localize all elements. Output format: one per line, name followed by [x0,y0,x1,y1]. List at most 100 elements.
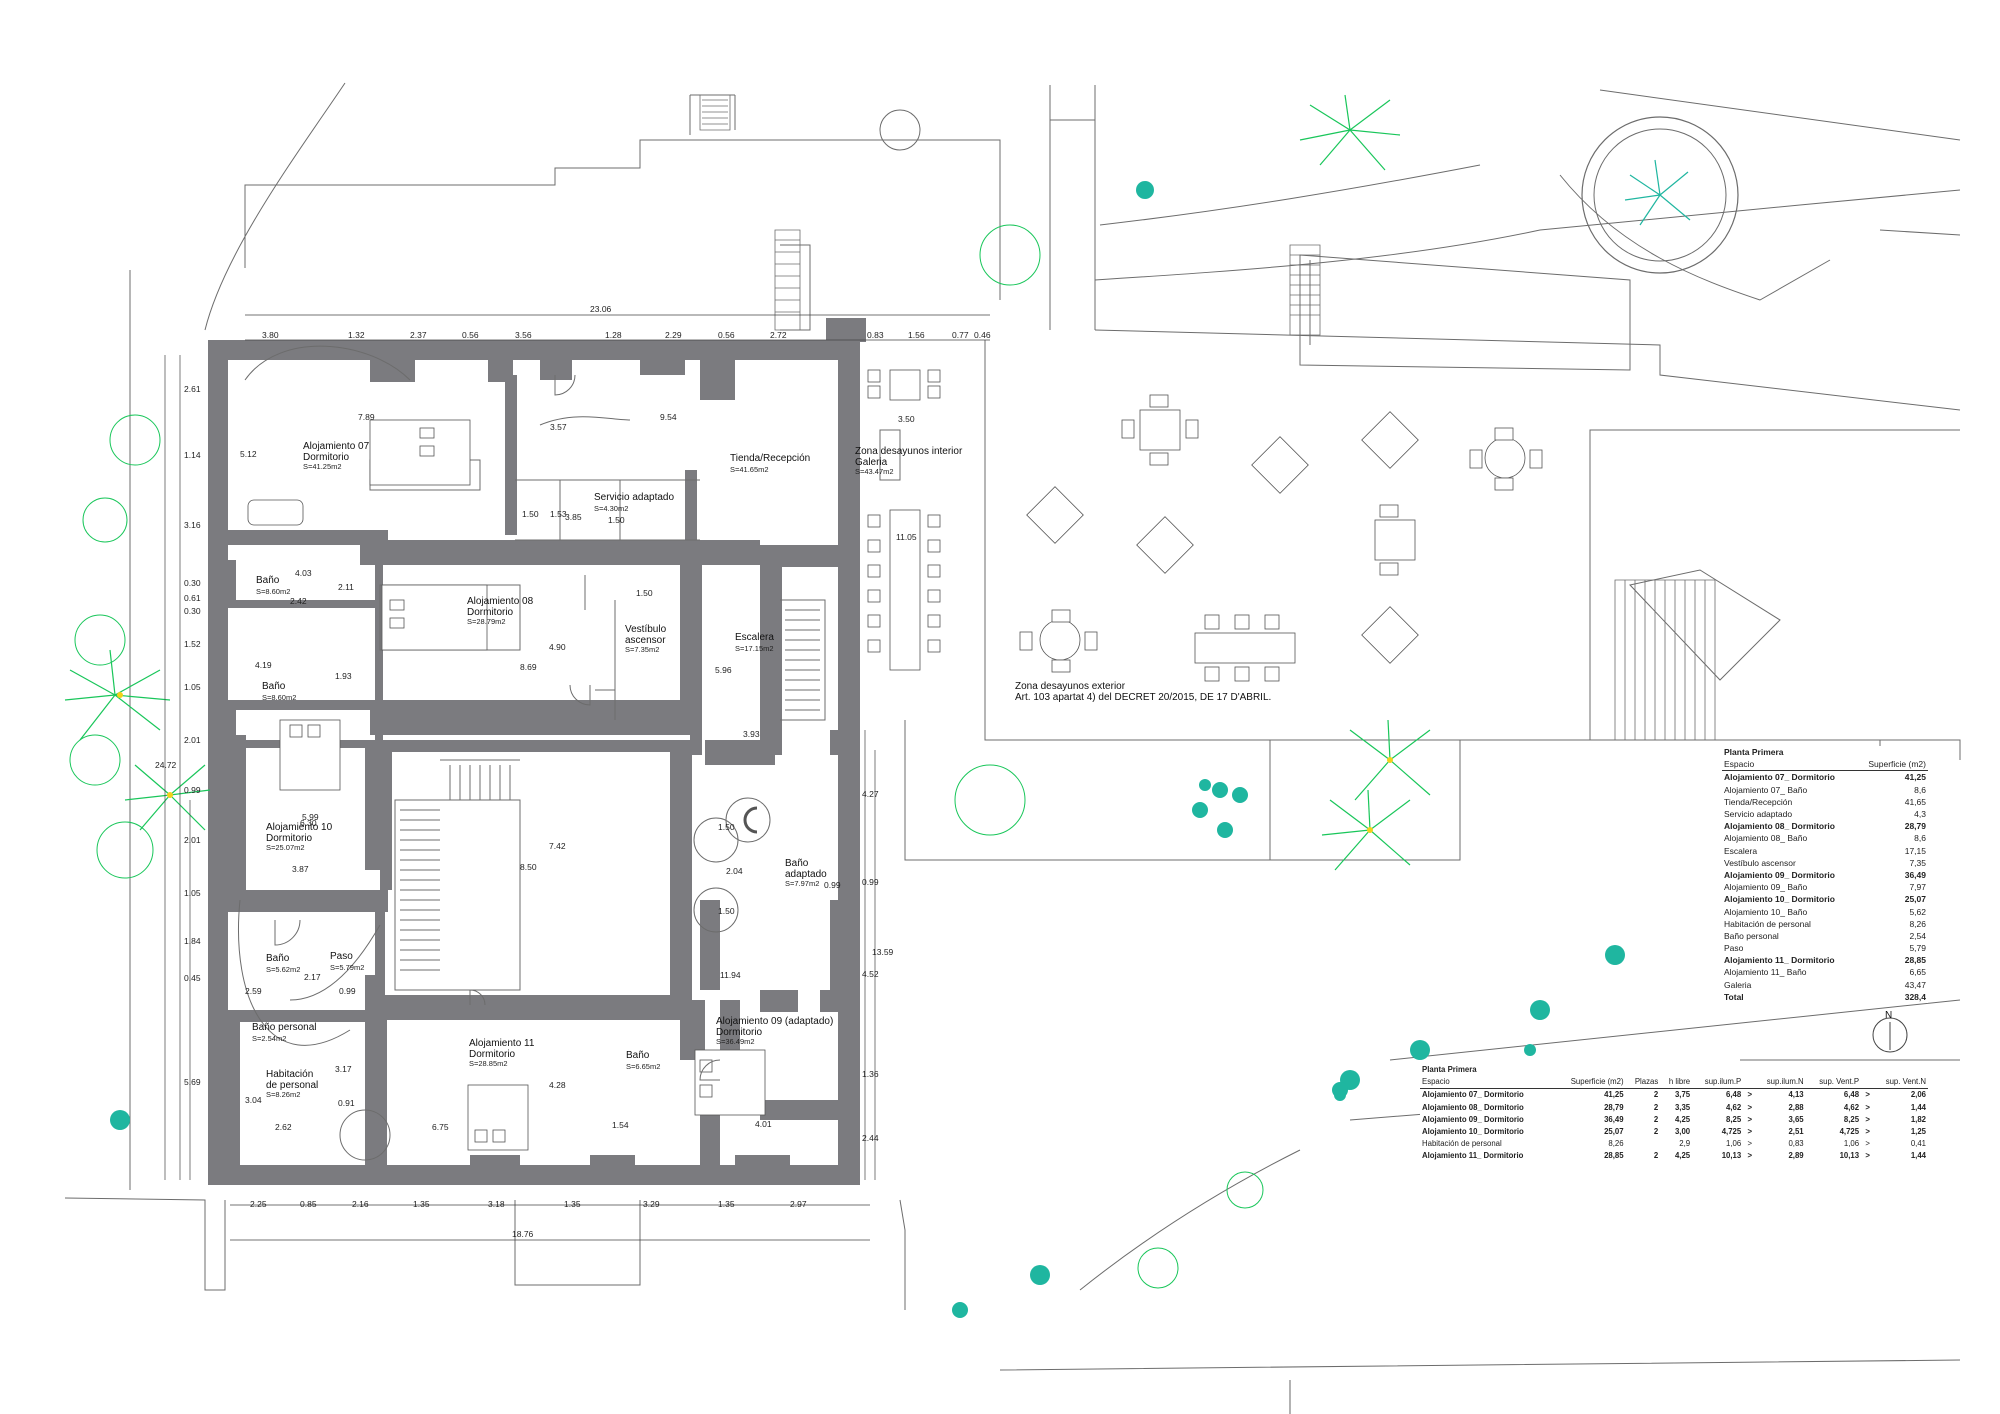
room-area-label: S=17.15m2 [735,644,774,653]
room-sub-label: Dormitorio [716,1027,763,1038]
room-name-label: Baño [266,953,290,964]
dim-inner: 2.17 [304,972,321,982]
table-cell: 4,25 [1674,1114,1691,1124]
dim-inner: 3.93 [743,729,760,739]
dim-inner: 1.50 [522,509,539,519]
room-sub-label: Dormitorio [266,833,313,844]
dim-left: 2.01 [184,835,201,845]
row-label: Alojamiento 07_ Baño [1724,784,1808,795]
table-cell: 2,51 [1788,1127,1804,1137]
dim-inner: 1.54 [612,1120,629,1130]
room-name-label: Tienda/Recepción [730,453,810,464]
dim-top: 2.37 [410,330,427,340]
room-area-label: S=2.54m2 [252,1034,286,1043]
row-value: 5,79 [1909,943,1926,954]
room-name-label: Baño personal [252,1022,317,1033]
lighting-table-header: sup. Vent.N [1871,1076,1928,1090]
table-cell: 4,25 [1674,1151,1691,1161]
room-area-label: S=5.62m2 [266,965,300,974]
lighting-table-header: Plazas [1625,1076,1661,1090]
row-label: Alojamiento 11_ Baño [1724,967,1807,978]
dim-top: 1.32 [348,330,365,340]
room-area-label: S=43.47m2 [855,467,894,476]
room-area-label: S=8.60m2 [262,693,296,702]
dim-inner: 5.96 [715,665,732,675]
dim-left: 1.14 [184,450,201,460]
row-value: 17,15 [1904,845,1926,856]
dim-inner: 1.53 [550,509,567,519]
table-row: Escalera 17,15 [1722,845,1928,857]
dim-bottom: 2.25 [250,1199,267,1209]
table-cell: 3,00 [1674,1127,1691,1137]
row-value: 25,07 [1904,894,1926,905]
dim-top: 0.46 [974,330,991,340]
row-value: 7,35 [1909,857,1926,868]
dim-right: 1.36 [862,1069,879,1079]
dim-inner: 0.99 [824,880,841,890]
room-name-label: Escalera [735,632,774,643]
dim-top: 1.28 [605,330,622,340]
table-cell: 1,06 [1843,1139,1860,1149]
table-cell: 2 [1653,1151,1659,1161]
dim-top: 1.56 [908,330,925,340]
row-value: 5,62 [1909,906,1926,917]
room-area-label: S=41.65m2 [730,465,769,474]
lighting-table-header: sup.ilum.P [1692,1076,1744,1090]
dim-inner: 4.90 [549,642,566,652]
room-area-label: S=5.79m2 [330,963,364,972]
dim-bottom: 1.35 [413,1199,430,1209]
table-cell: 2 [1653,1102,1659,1112]
door-swings [274,374,758,1081]
dim-inner: 2.42 [290,596,307,606]
row-label: Alojamiento 08_ Baño [1724,833,1808,844]
room-name-label: Vestíbulo [625,624,667,635]
table-cell: 3,65 [1788,1114,1804,1124]
room-name-label: Alojamiento 11 [469,1038,535,1049]
room-area-label: S=8.26m2 [266,1090,300,1099]
dim-top: 0.56 [718,330,735,340]
dim-inner: 2.04 [726,866,743,876]
lighting-table-header [1743,1076,1755,1090]
dim-inner: 3.57 [550,422,567,432]
room-area-label: S=6.65m2 [626,1062,660,1071]
table-cell: 10,13 [1721,1151,1742,1161]
dim-bottom: 0.85 [300,1199,317,1209]
dim-inner: 1.50 [718,822,735,832]
table-cell: 0,41 [1910,1139,1926,1149]
row-label: Escalera [1724,845,1758,856]
room-sub-label: de personal [266,1080,318,1091]
dim-inner: 0.91 [338,1098,355,1108]
room-name-label: Paso [330,951,353,962]
table-cell: 4,725 [1721,1127,1742,1137]
dim-top: 0.77 [952,330,969,340]
row-label: Total [1724,991,1744,1002]
row-label: Alojamiento 09_ Baño [1724,882,1808,893]
dim-overall-left: 24.72 [155,760,177,770]
room-sub-label: Dormitorio [303,452,350,463]
room-name-label: Baño [785,858,809,869]
table-cell: 2,89 [1788,1151,1804,1161]
row-label: Habitación de personal [1724,918,1811,929]
table-cell [1626,1138,1661,1150]
dim-top: 3.56 [515,330,532,340]
room-area-label: S=8.60m2 [256,587,290,596]
row-value: 8,6 [1914,833,1926,844]
row-label: Baño personal [1724,930,1779,941]
room-area-label: S=28.79m2 [467,617,506,626]
exterior-note-line1: Zona desayunos exterior [1015,681,1126,692]
room-name-label: Zona desayunos interior [855,446,963,457]
row-label: Galeria [1724,979,1752,990]
